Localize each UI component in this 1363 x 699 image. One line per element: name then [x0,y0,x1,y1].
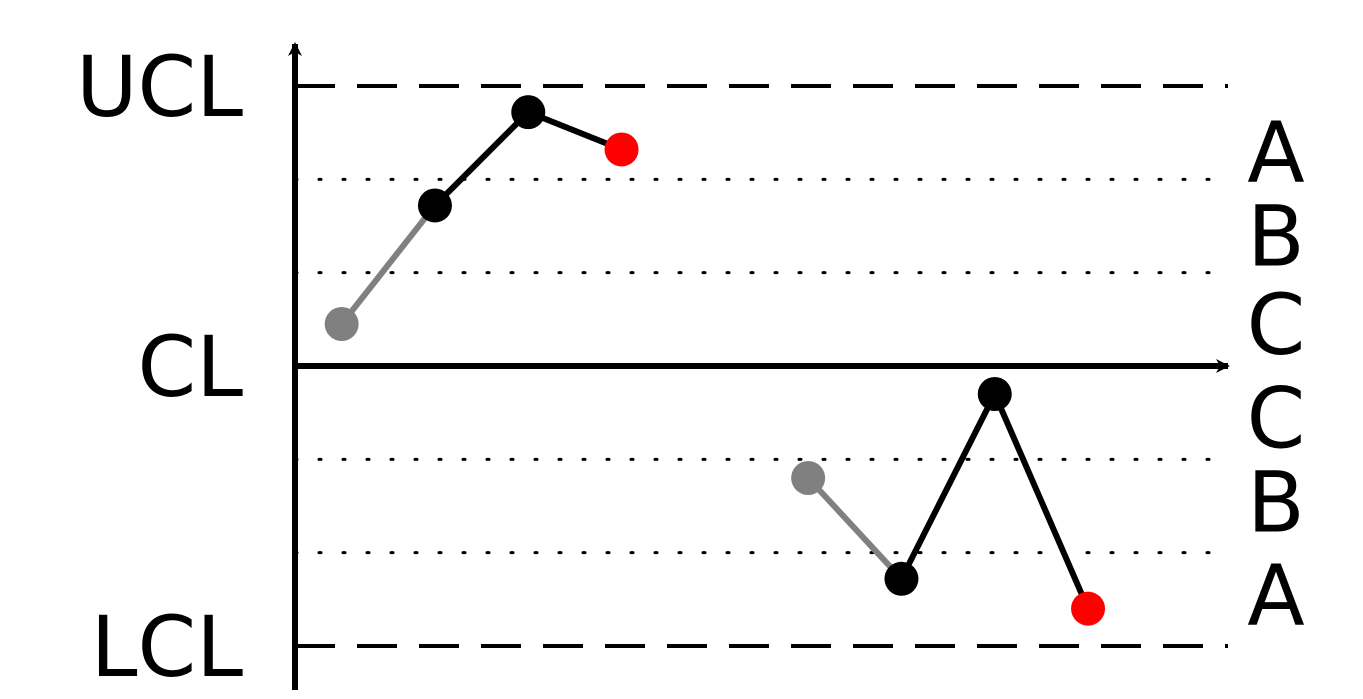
zone-label-4: B [1247,453,1305,551]
series-0-segment-1 [431,109,532,209]
zone-label-2: C [1247,276,1306,374]
series-1-segment-2 [991,391,1092,612]
zone-label-0: A [1247,103,1304,201]
cl-label: CL [138,318,244,416]
lcl-label: LCL [91,598,243,696]
series-1-point-3 [1071,591,1106,626]
series-0-segment-0 [338,202,438,327]
series-lines [338,109,1092,612]
series-points [324,95,1106,626]
control-limit-lines [295,84,1228,648]
zone-label-5: A [1247,547,1304,645]
series-1-point-2 [977,377,1012,411]
series-0-point-2 [511,95,546,130]
series-0-point-0 [324,307,359,341]
series-1-segment-0 [805,475,905,582]
series-1-segment-1 [898,391,998,582]
ucl-label: UCL [76,38,243,136]
series-1-point-0 [791,461,826,495]
axes [288,42,1230,690]
series-1-point-1 [884,561,919,596]
series-0-point-1 [417,188,452,223]
zone-label-1: B [1247,187,1305,285]
zone-label-3: C [1247,369,1306,467]
series-0-point-3 [604,132,639,167]
